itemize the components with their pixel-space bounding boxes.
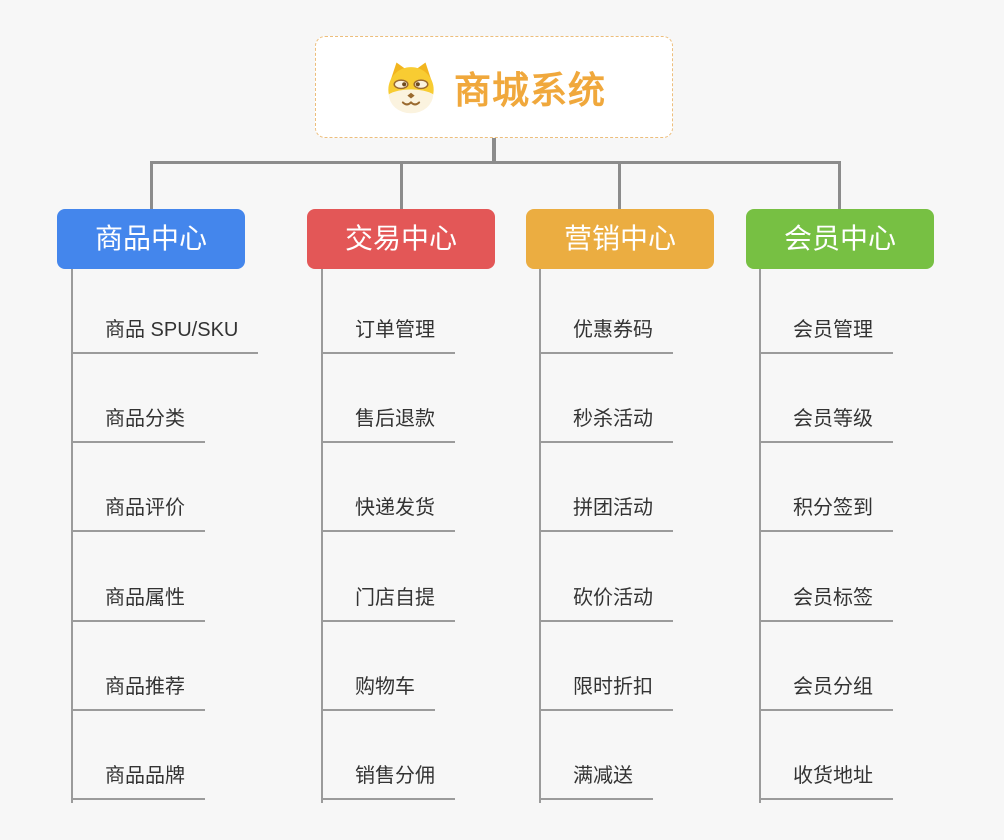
- trunk-line-marketing-center: [539, 269, 541, 803]
- leaf-node[interactable]: 商品属性: [71, 583, 205, 622]
- leaf-node[interactable]: 商品推荐: [71, 672, 205, 711]
- leaf-node[interactable]: 收货地址: [759, 761, 893, 800]
- branch-node-marketing-center[interactable]: 营销中心: [526, 209, 714, 269]
- branch-node-product-center[interactable]: 商品中心: [57, 209, 245, 269]
- leaf-node[interactable]: 会员标签: [759, 583, 893, 622]
- leaf-node[interactable]: 购物车: [321, 672, 435, 711]
- leaf-node[interactable]: 秒杀活动: [539, 404, 673, 443]
- leaf-node[interactable]: 会员等级: [759, 404, 893, 443]
- leaf-node[interactable]: 满减送: [539, 761, 653, 800]
- connector-drop-products: [150, 161, 153, 210]
- doge-icon: [388, 62, 434, 114]
- trunk-line-member-center: [759, 269, 761, 803]
- root-node-mall-system[interactable]: 商城系统: [315, 36, 673, 138]
- leaf-node[interactable]: 积分签到: [759, 493, 893, 532]
- leaf-node[interactable]: 商品分类: [71, 404, 205, 443]
- leaf-node[interactable]: 销售分佣: [321, 761, 455, 800]
- leaf-node[interactable]: 会员管理: [759, 315, 893, 354]
- connector-drop-marketing: [618, 161, 621, 210]
- leaf-node[interactable]: 会员分组: [759, 672, 893, 711]
- connector-root-stub: [492, 138, 496, 162]
- leaf-node[interactable]: 拼团活动: [539, 493, 673, 532]
- leaf-node[interactable]: 售后退款: [321, 404, 455, 443]
- branch-node-member-center[interactable]: 会员中心: [746, 209, 934, 269]
- leaf-node[interactable]: 门店自提: [321, 583, 455, 622]
- leaf-node[interactable]: 商品 SPU/SKU: [71, 315, 259, 354]
- connector-horizontal: [150, 161, 841, 164]
- connector-drop-trade: [400, 161, 403, 210]
- leaf-node[interactable]: 砍价活动: [539, 583, 673, 622]
- connector-drop-members: [838, 161, 841, 210]
- trunk-line-trade-center: [321, 269, 323, 803]
- branch-node-trade-center[interactable]: 交易中心: [307, 209, 495, 269]
- root-title: 商城系统: [454, 70, 606, 111]
- leaf-node[interactable]: 商品评价: [71, 493, 205, 532]
- leaf-node[interactable]: 商品品牌: [71, 761, 205, 800]
- leaf-node[interactable]: 优惠券码: [539, 315, 673, 354]
- leaf-node[interactable]: 订单管理: [321, 315, 455, 354]
- leaf-node[interactable]: 快递发货: [321, 493, 455, 532]
- leaf-node[interactable]: 限时折扣: [539, 672, 673, 711]
- trunk-line-product-center: [71, 269, 73, 803]
